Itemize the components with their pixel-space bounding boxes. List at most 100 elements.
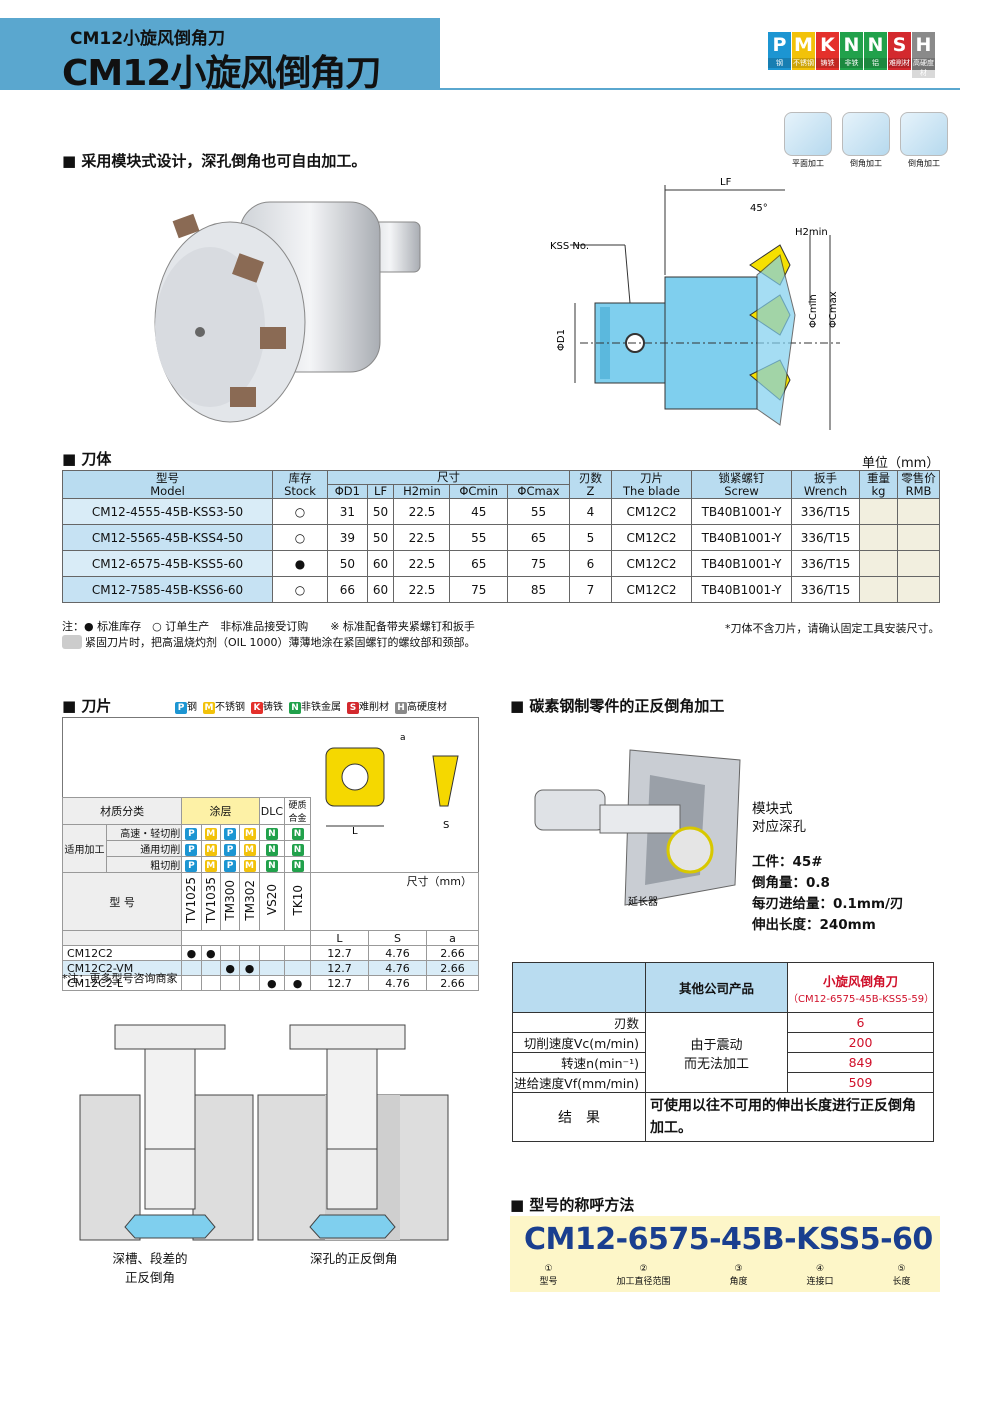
- legend-badge: H: [395, 702, 407, 714]
- result-text: 可使用以往不可用的伸出长度进行正反倒角加工。: [645, 1092, 934, 1142]
- compare-value: 849: [787, 1052, 934, 1073]
- grade-badge: N: [265, 827, 278, 840]
- cell-cmax: 85: [507, 576, 570, 603]
- flat-face-icon: [784, 112, 832, 156]
- cell-model: CM12-7585-45B-KSS6-60: [62, 576, 273, 603]
- insert-diagram: L a S: [325, 733, 459, 836]
- use-cell: M: [239, 840, 260, 857]
- cell-wrench: 336/T15: [791, 524, 860, 551]
- blade-dim-s: 4.76: [368, 975, 427, 991]
- blank-cell: [61, 930, 183, 946]
- use-cell: M: [200, 840, 221, 857]
- compare-value: 200: [787, 1032, 934, 1053]
- dim-head-a: a: [426, 930, 479, 946]
- legend-label: 高硬度材: [407, 702, 447, 713]
- process-flat: 平面加工: [782, 112, 834, 169]
- cell-stock: ●: [272, 550, 328, 577]
- grade-mark: ●: [284, 975, 311, 991]
- case-line: 模块式: [752, 801, 793, 817]
- grade-mark: ●: [239, 960, 260, 976]
- cell-h2: 22.5: [393, 550, 451, 577]
- cell-price: [897, 550, 940, 577]
- grade-badge: M: [204, 827, 217, 840]
- screw-note: 紧固刀片时，把高温烧灼剂（OIL 1000）薄薄地涂在紧固螺钉的螺纹部和颈部。: [62, 634, 476, 650]
- material-letter: N: [867, 34, 884, 56]
- grade-mark: [284, 945, 311, 961]
- legend-badge: S: [347, 702, 359, 714]
- legend-label: 铸铁: [263, 702, 283, 713]
- grade-badge: M: [204, 859, 217, 872]
- model-head: 型 号: [61, 872, 183, 931]
- col-h2: H2min: [393, 484, 451, 499]
- grade-badge: P: [185, 843, 198, 856]
- use-label: 通用切削: [105, 840, 183, 857]
- process-chamfer-a: 倒角加工: [840, 112, 892, 169]
- grade-mark: [181, 960, 202, 976]
- cell-lf: 60: [366, 550, 395, 577]
- grade-mark: [219, 945, 241, 961]
- material-label: 难削材: [888, 58, 911, 68]
- cell-z: 4: [569, 498, 612, 525]
- col-cmax: ΦCmax: [507, 484, 570, 499]
- blade-section-title: 刀片: [62, 695, 111, 716]
- case-params: 工件：45# 倒角量：0.8 每刃进给量：0.1mm/刃 伸出长度：240mm: [752, 852, 903, 936]
- blade-model: CM12C2-L: [61, 975, 183, 991]
- cell-wrench: 336/T15: [791, 576, 860, 603]
- chamfer-icon: [842, 112, 890, 156]
- screw-note-text: 紧固刀片时，把高温烧灼剂（OIL 1000）薄薄地涂在紧固螺钉的螺纹部和颈部。: [85, 636, 476, 649]
- material-letter: H: [915, 34, 932, 56]
- use-cell: M: [239, 824, 260, 841]
- naming-label: 加工直径范围: [616, 1277, 671, 1287]
- angle-label: 45°: [750, 203, 768, 214]
- blade-dim-s: 4.76: [368, 960, 427, 976]
- process-label: 倒角加工: [850, 159, 882, 168]
- col-cmin: ΦCmin: [449, 484, 508, 499]
- material-label: 铸铁: [816, 58, 839, 68]
- use-cell: N: [284, 840, 311, 857]
- compare-label: 刃数: [512, 1012, 646, 1033]
- page-title: CM12小旋风倒角刀: [62, 53, 381, 94]
- unit-label: 单位（mm）: [862, 456, 940, 471]
- cell-blade: CM12C2: [611, 550, 692, 577]
- extension-label: 延长器: [628, 896, 658, 908]
- blank-cell: [311, 798, 479, 825]
- header-subtitle: CM12小旋风倒角刀: [70, 29, 226, 49]
- case-illustration: 延长器: [534, 749, 741, 908]
- cell-weight: [859, 550, 898, 577]
- use-cell: P: [219, 856, 241, 873]
- cell-h2: 22.5: [393, 524, 451, 551]
- apply-cell: 适用加工: [62, 824, 107, 873]
- grade-mark: ●: [200, 945, 221, 961]
- d1-label: ΦD1: [556, 329, 567, 351]
- legend-label: 非铁金属: [301, 702, 341, 713]
- naming-num: ⑤: [897, 1264, 906, 1274]
- cell-cmax: 55: [507, 498, 570, 525]
- grade-col: TV1035: [200, 872, 221, 931]
- naming-label: 角度: [729, 1277, 748, 1287]
- blank-cell: [311, 841, 479, 857]
- blade-dim-s: 4.76: [368, 945, 427, 961]
- cell-blade: CM12C2: [611, 498, 692, 525]
- material-letter: M: [794, 34, 813, 56]
- compare-row: 进给速度Vf(mm/min)509: [512, 1072, 934, 1093]
- cell-cmin: 65: [449, 550, 508, 577]
